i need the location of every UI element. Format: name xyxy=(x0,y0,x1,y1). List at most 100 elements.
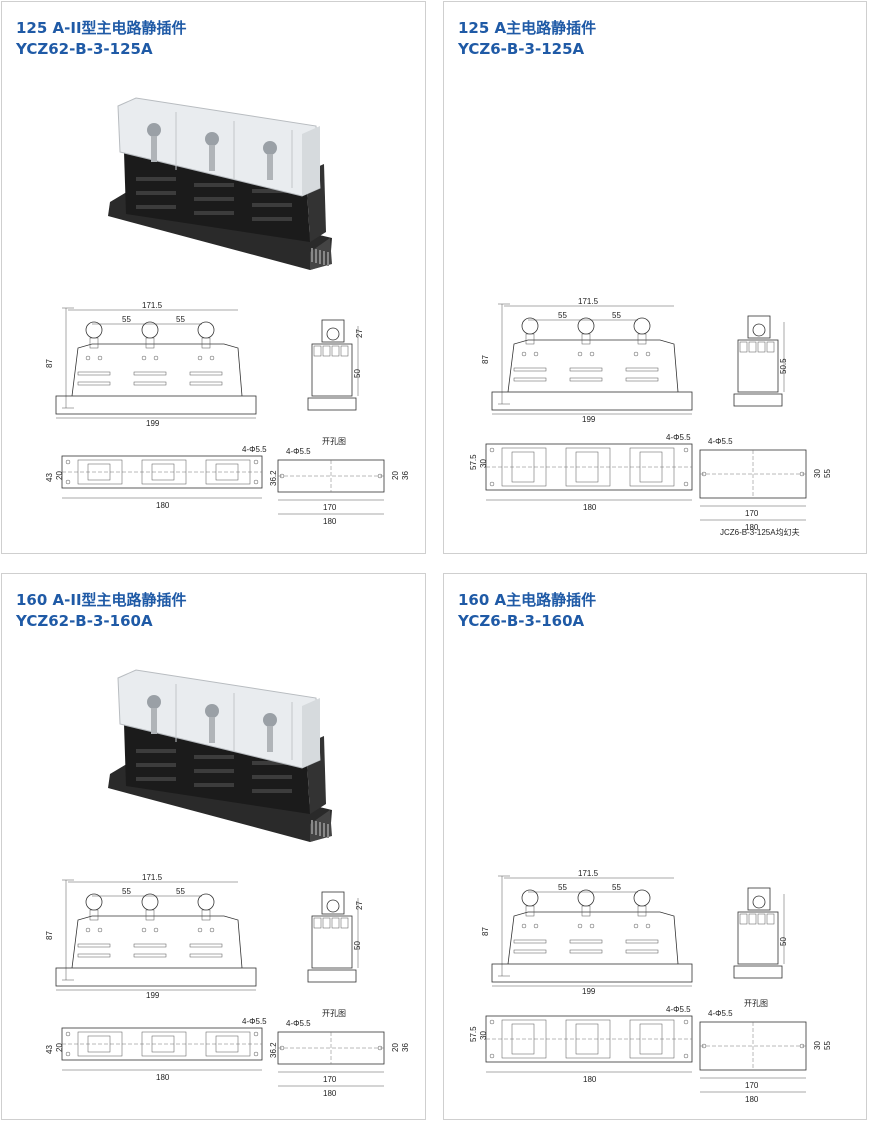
dim-pitch-a: 55 xyxy=(558,883,567,892)
dim-bottom-holes: 4-Φ5.5 xyxy=(666,433,691,442)
dim-bottom-len: 180 xyxy=(156,1073,170,1082)
side-view-drawing: 50 xyxy=(733,887,788,979)
dim-cut-holes: 4-Φ5.5 xyxy=(286,1019,311,1028)
product-model: YCZ62-B-3-160A xyxy=(16,612,153,630)
terminal-screw xyxy=(147,123,161,137)
dim-cut-inner: 170 xyxy=(745,1081,759,1090)
dim-front-top: 171.5 xyxy=(578,869,599,878)
dim-pitch-b: 55 xyxy=(176,887,185,896)
cutout-label: 开孔图 xyxy=(744,999,768,1008)
dim-cut-holes: 4-Φ5.5 xyxy=(286,447,311,456)
dim-pitch-b: 55 xyxy=(612,883,621,892)
dim-pitch-b: 55 xyxy=(612,311,621,320)
dim-side-height: 50.5 xyxy=(779,358,788,374)
dim-cut-outer: 180 xyxy=(745,523,759,532)
dim-pitch-a: 55 xyxy=(558,311,567,320)
dim-cut-h2: 36 xyxy=(401,471,410,480)
terminal-screw xyxy=(205,704,219,718)
product-title: 160 A-II型主电路静插件 xyxy=(16,591,187,609)
terminal-screw xyxy=(147,695,161,709)
dim-bottom-len: 180 xyxy=(583,1075,597,1084)
product-title: 125 A主电路静插件 xyxy=(458,19,597,37)
dim-height: 87 xyxy=(481,927,490,936)
dim-bottom-len: 180 xyxy=(156,501,170,510)
dim-side-height: 50 xyxy=(779,937,788,946)
dim-cut-h1: 30 xyxy=(813,1041,822,1050)
cutout-label: 开孔图 xyxy=(322,437,346,446)
dim-cut-h2: 36 xyxy=(401,1043,410,1052)
dim-bottom-pitch: 36.2 xyxy=(269,1042,278,1058)
dim-bottom-h2: 20 xyxy=(55,471,64,480)
dim-bottom-holes: 4-Φ5.5 xyxy=(666,1005,691,1014)
dim-base: 199 xyxy=(582,987,596,996)
cutout-label: 开孔图 xyxy=(322,1009,346,1018)
dim-bottom-h2: 30 xyxy=(479,1031,488,1040)
dim-side-height: 50 xyxy=(353,941,362,950)
dim-bottom-holes: 4-Φ5.5 xyxy=(242,445,267,454)
dim-cut-h2: 55 xyxy=(823,469,832,478)
dim-front-top: 171.5 xyxy=(578,297,599,306)
dim-cut-inner: 170 xyxy=(323,503,337,512)
dim-cut-holes: 4-Φ5.5 xyxy=(708,1009,733,1018)
dim-cut-h2: 55 xyxy=(823,1041,832,1050)
dim-cut-holes: 4-Φ5.5 xyxy=(708,437,733,446)
dim-bottom-h1: 43 xyxy=(45,473,54,482)
dim-base: 199 xyxy=(582,415,596,424)
product-title: 125 A-II型主电路静插件 xyxy=(16,19,187,37)
dim-cut-inner: 170 xyxy=(745,509,759,518)
front-view-drawing: 87 171.5 55 55 199 xyxy=(481,869,693,996)
dim-cut-outer: 180 xyxy=(323,1089,337,1098)
dim-bottom-h1: 57.5 xyxy=(469,1026,478,1042)
side-view-drawing: 27 50 xyxy=(307,319,364,411)
dim-pitch-a: 55 xyxy=(122,887,131,896)
product-model: YCZ6-B-3-125A xyxy=(458,40,585,58)
terminal-screw xyxy=(263,713,277,727)
dim-pitch-a: 55 xyxy=(122,315,131,324)
terminal-screw xyxy=(263,141,277,155)
dim-base: 199 xyxy=(146,419,160,428)
front-view-drawing: 87 171.5 55 55 199 xyxy=(481,297,693,424)
dim-base: 199 xyxy=(146,991,160,1000)
product-model: YCZ6-B-3-160A xyxy=(458,612,585,630)
dim-bottom-holes: 4-Φ5.5 xyxy=(242,1017,267,1026)
dim-bottom-h1: 43 xyxy=(45,1045,54,1054)
dim-bottom-len: 180 xyxy=(583,503,597,512)
dim-height: 87 xyxy=(45,931,54,940)
side-view-drawing: 50.5 xyxy=(733,315,788,407)
dim-pitch-b: 55 xyxy=(176,315,185,324)
dim-cut-inner: 170 xyxy=(323,1075,337,1084)
terminal-screw xyxy=(205,132,219,146)
dim-front-top: 171.5 xyxy=(142,301,163,310)
dim-height: 87 xyxy=(481,355,490,364)
dim-cut-h1: 20 xyxy=(391,1043,400,1052)
dim-bottom-h2: 30 xyxy=(479,459,488,468)
dim-side-top: 27 xyxy=(355,329,364,338)
product-model: YCZ62-B-3-125A xyxy=(16,40,153,58)
dim-side-top: 27 xyxy=(355,901,364,910)
side-view-drawing: 27 50 xyxy=(307,891,364,983)
product-panel-125a: 125 A主电路静插件 YCZ6-B-3-125A 87 171.5 55 55 199 50… xyxy=(443,1,867,554)
dim-cut-outer: 180 xyxy=(323,517,337,526)
dim-cut-h1: 30 xyxy=(813,469,822,478)
drawing-note: JCZ6-B-3-125A均幻夫 xyxy=(720,527,800,537)
dim-bottom-h1: 57.5 xyxy=(469,454,478,470)
product-title: 160 A主电路静插件 xyxy=(458,591,597,609)
dim-side-height: 50 xyxy=(353,369,362,378)
dim-cut-outer: 180 xyxy=(745,1095,759,1104)
dim-bottom-pitch: 36.2 xyxy=(269,470,278,486)
